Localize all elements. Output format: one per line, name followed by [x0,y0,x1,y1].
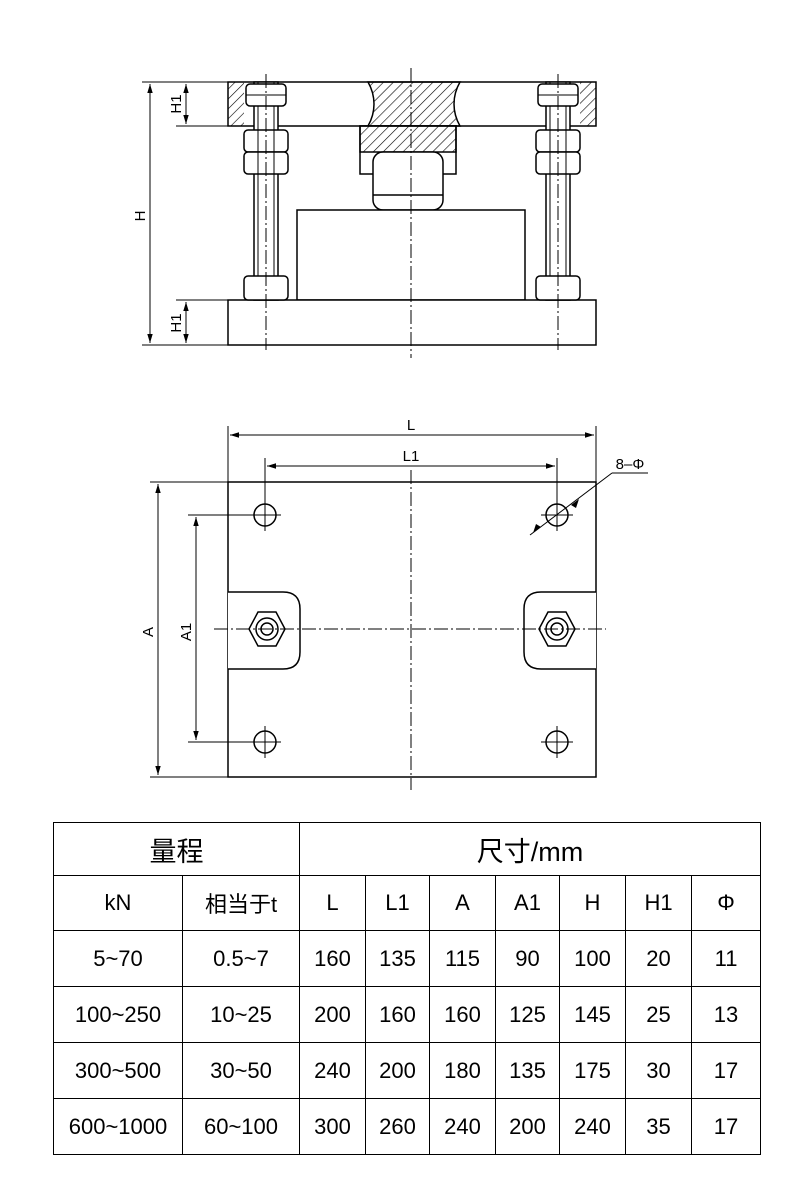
label-holes: 8–Φ [616,456,645,473]
table-row: 100~250 10~25 200 160 160 125 145 25 13 [53,986,762,1043]
front-view [142,68,597,358]
col-tonnes: 相当于t [182,875,300,931]
cell-tonnes: 0.5~7 [182,930,300,987]
cell-h1: 30 [625,1042,692,1099]
label-h1-top: H1 [168,94,185,113]
cell-tonnes: 30~50 [182,1042,300,1099]
technical-drawing: H1 H H1 [132,68,648,790]
cell-h1: 25 [625,986,692,1043]
cell-a: 240 [429,1098,496,1155]
label-l: L [407,417,415,434]
cell-l1: 200 [365,1042,430,1099]
table-row: 5~70 0.5~7 160 135 115 90 100 20 11 [53,930,762,987]
col-l1: L1 [365,875,430,931]
table-row: 600~1000 60~100 300 260 240 200 240 35 1… [53,1098,762,1155]
cell-a1: 90 [495,930,560,987]
cell-phi: 13 [690,986,762,1043]
cell-a: 115 [429,930,496,987]
col-kn: kN [53,875,183,931]
cell-phi: 17 [690,1042,762,1099]
cell-l: 160 [299,930,366,987]
column-header-row: kN 相当于t L L1 A A1 H H1 Φ [53,875,762,931]
cell-tonnes: 10~25 [182,986,300,1043]
table-row: 300~500 30~50 240 200 180 135 175 30 17 [53,1042,762,1099]
plan-view [150,426,648,790]
cell-kn: 300~500 [53,1042,183,1099]
cell-kn: 600~1000 [53,1098,183,1155]
cell-h: 100 [559,930,626,987]
label-h: H [132,211,149,222]
cell-a: 160 [429,986,496,1043]
label-a1: A1 [178,623,195,641]
cell-tonnes: 60~100 [182,1098,300,1155]
cell-l1: 260 [365,1098,430,1155]
cell-h: 240 [559,1098,626,1155]
spec-table: 量程 尺寸/mm kN 相当于t L L1 A A1 H H1 Φ 5~70 0… [53,822,762,1155]
cell-phi: 17 [690,1098,762,1155]
cell-kn: 100~250 [53,986,183,1043]
header-dimensions: 尺寸/mm [298,822,762,876]
label-a: A [140,627,157,637]
cell-a1: 125 [495,986,560,1043]
label-l1: L1 [403,448,420,465]
cell-l1: 160 [365,986,430,1043]
cell-l: 200 [299,986,366,1043]
cell-h: 175 [559,1042,626,1099]
cell-l: 240 [299,1042,366,1099]
col-h: H [559,875,626,931]
hole-leader [529,472,613,536]
header-range: 量程 [53,822,300,876]
cell-a1: 200 [495,1098,560,1155]
top-plate-section [366,81,462,127]
cell-h1: 35 [625,1098,692,1155]
col-phi: Φ [690,875,762,931]
cell-h: 145 [559,986,626,1043]
cell-phi: 11 [690,930,762,987]
col-a1: A1 [495,875,560,931]
cell-h1: 20 [625,930,692,987]
label-h1-bottom: H1 [168,313,185,332]
cell-l: 300 [299,1098,366,1155]
load-cell-cap [372,151,444,211]
cell-l1: 135 [365,930,430,987]
col-a: A [429,875,496,931]
col-h1: H1 [625,875,692,931]
base-plate [227,299,597,346]
cell-kn: 5~70 [53,930,183,987]
cell-a1: 135 [495,1042,560,1099]
cell-a: 180 [429,1042,496,1099]
col-l: L [299,875,366,931]
